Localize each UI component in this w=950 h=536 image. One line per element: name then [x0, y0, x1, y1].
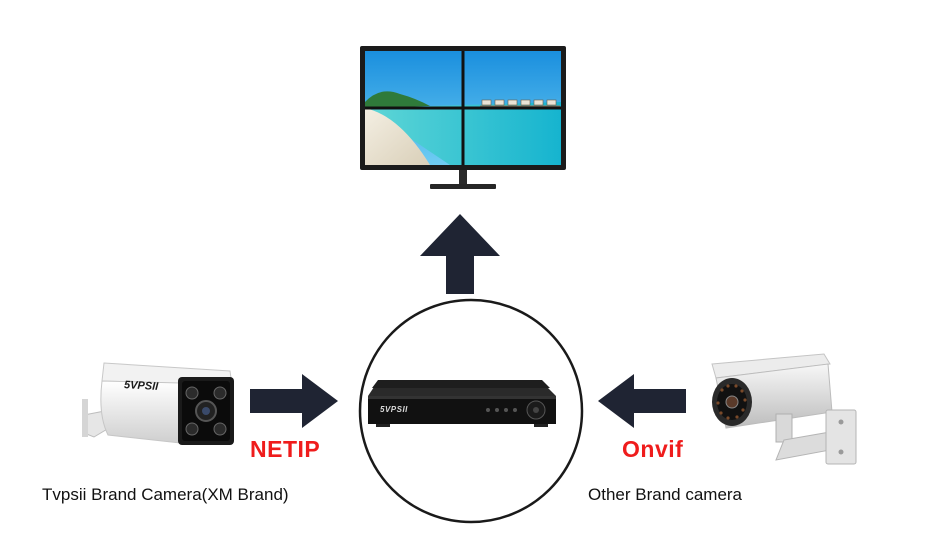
recorder-circle — [357, 297, 585, 525]
dvr-recorder — [366, 366, 558, 432]
up-arrow-icon — [418, 212, 502, 296]
monitor — [360, 46, 566, 192]
left-arrow-icon — [596, 372, 686, 430]
monitor-graphic — [360, 46, 566, 189]
camera-brand-mark: 5VPSII — [123, 379, 159, 393]
right-zoom-camera — [706, 350, 866, 470]
left-bullet-camera — [80, 355, 240, 455]
right-arrow-icon — [250, 372, 340, 430]
right-camera-caption: Other Brand camera — [588, 485, 743, 504]
onvif-label: Onvif — [622, 436, 684, 462]
left-camera-caption: Tvpsii Brand Camera(XM Brand) — [42, 485, 289, 504]
netip-label: NETIP — [250, 436, 321, 462]
recorder-brand-mark: 5VPSII — [380, 405, 408, 414]
